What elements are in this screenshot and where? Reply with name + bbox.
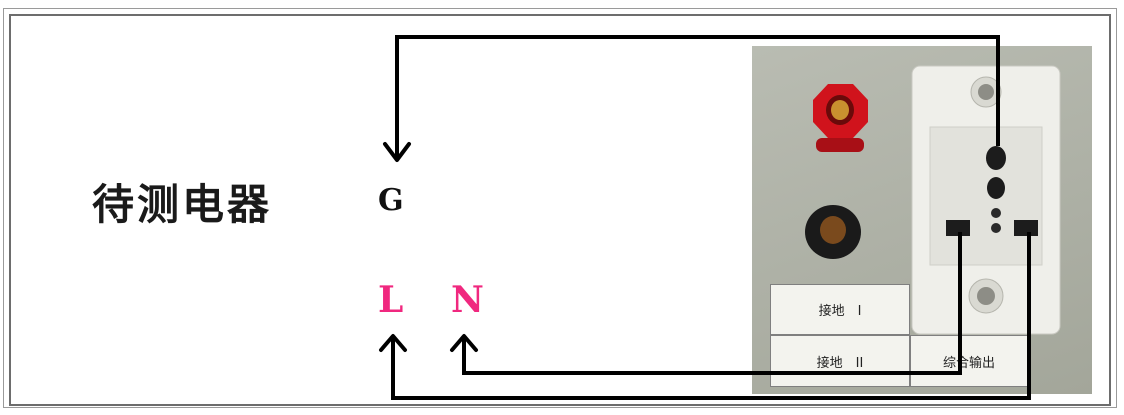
socket-right-slot [1014, 220, 1038, 236]
socket-small-hole-2 [991, 223, 1001, 233]
top-screw-head [978, 84, 994, 100]
socket-ground-hole [986, 146, 1006, 170]
outlet-face [929, 126, 1043, 266]
live-arrow-icon [379, 334, 407, 352]
bottom-screw-head [977, 287, 995, 305]
terminal-l-label: L [378, 279, 404, 321]
device-under-test-label: 待测电器 [92, 180, 273, 229]
outer-frame [3, 8, 1117, 408]
red-post-base [816, 138, 864, 152]
combined-output-label: 综合输出 [910, 335, 1028, 387]
red-post-contact [831, 100, 849, 120]
neutral-arrow-icon [450, 334, 478, 352]
ground-1-label: 接地 I [770, 284, 910, 335]
ground-2-label: 接地 II [770, 335, 910, 387]
live-wire [391, 232, 1031, 400]
inner-frame [9, 14, 1111, 406]
socket-left-slot [946, 220, 970, 236]
neutral-wire [462, 232, 962, 375]
socket-ground-hole-2 [987, 177, 1005, 199]
socket-small-hole [991, 208, 1001, 218]
ground-wire [395, 35, 1000, 158]
black-post-contact [820, 216, 846, 244]
terminal-g-label: G [378, 183, 404, 218]
terminal-n-label: N [451, 279, 484, 321]
ground-arrow-icon [383, 142, 411, 162]
